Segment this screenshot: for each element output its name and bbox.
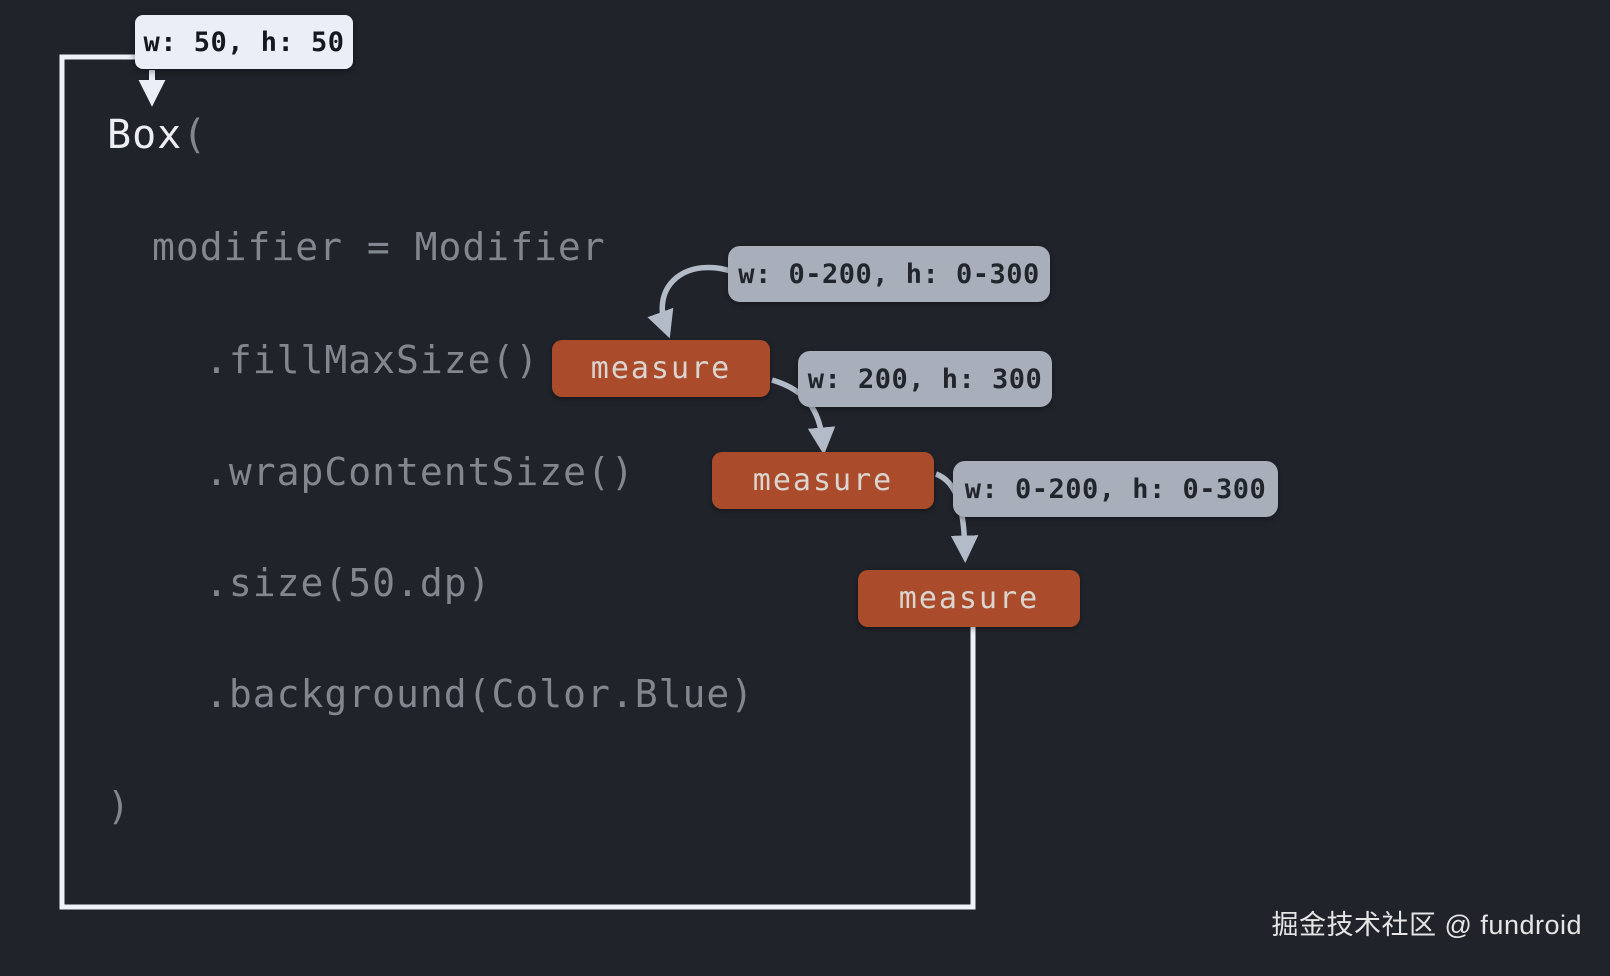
arrow-constraints1-to-measure1 (647, 264, 735, 339)
open-paren-token: ( (182, 112, 208, 158)
code-line-fill-max-size: .fillMaxSize() (205, 338, 540, 382)
code-line-wrap-content-size: .wrapContentSize() (205, 450, 635, 494)
code-line-box: Box( (107, 115, 207, 155)
measure-badge-fill-max-size: measure (552, 340, 770, 397)
code-line-background: .background(Color.Blue) (205, 672, 755, 716)
measure-badge-wrap-content-size: measure (712, 452, 934, 509)
measure-badge-size: measure (858, 570, 1080, 627)
code-line-modifier: modifier = Modifier (152, 225, 606, 269)
code-line-close-paren: ) (107, 784, 131, 828)
measured-size-label: w: 200, h: 300 (798, 351, 1052, 407)
box-token: Box (107, 112, 183, 158)
watermark-text: 掘金技术社区 @ fundroid (1271, 910, 1582, 940)
code-line-size: .size(50.dp) (205, 561, 492, 605)
constraints-label-1: w: 0-200, h: 0-300 (728, 246, 1050, 302)
layout-bounds-outline (59, 54, 976, 910)
constraints-label-2: w: 0-200, h: 0-300 (953, 461, 1278, 517)
final-size-label: w: 50, h: 50 (135, 15, 353, 69)
